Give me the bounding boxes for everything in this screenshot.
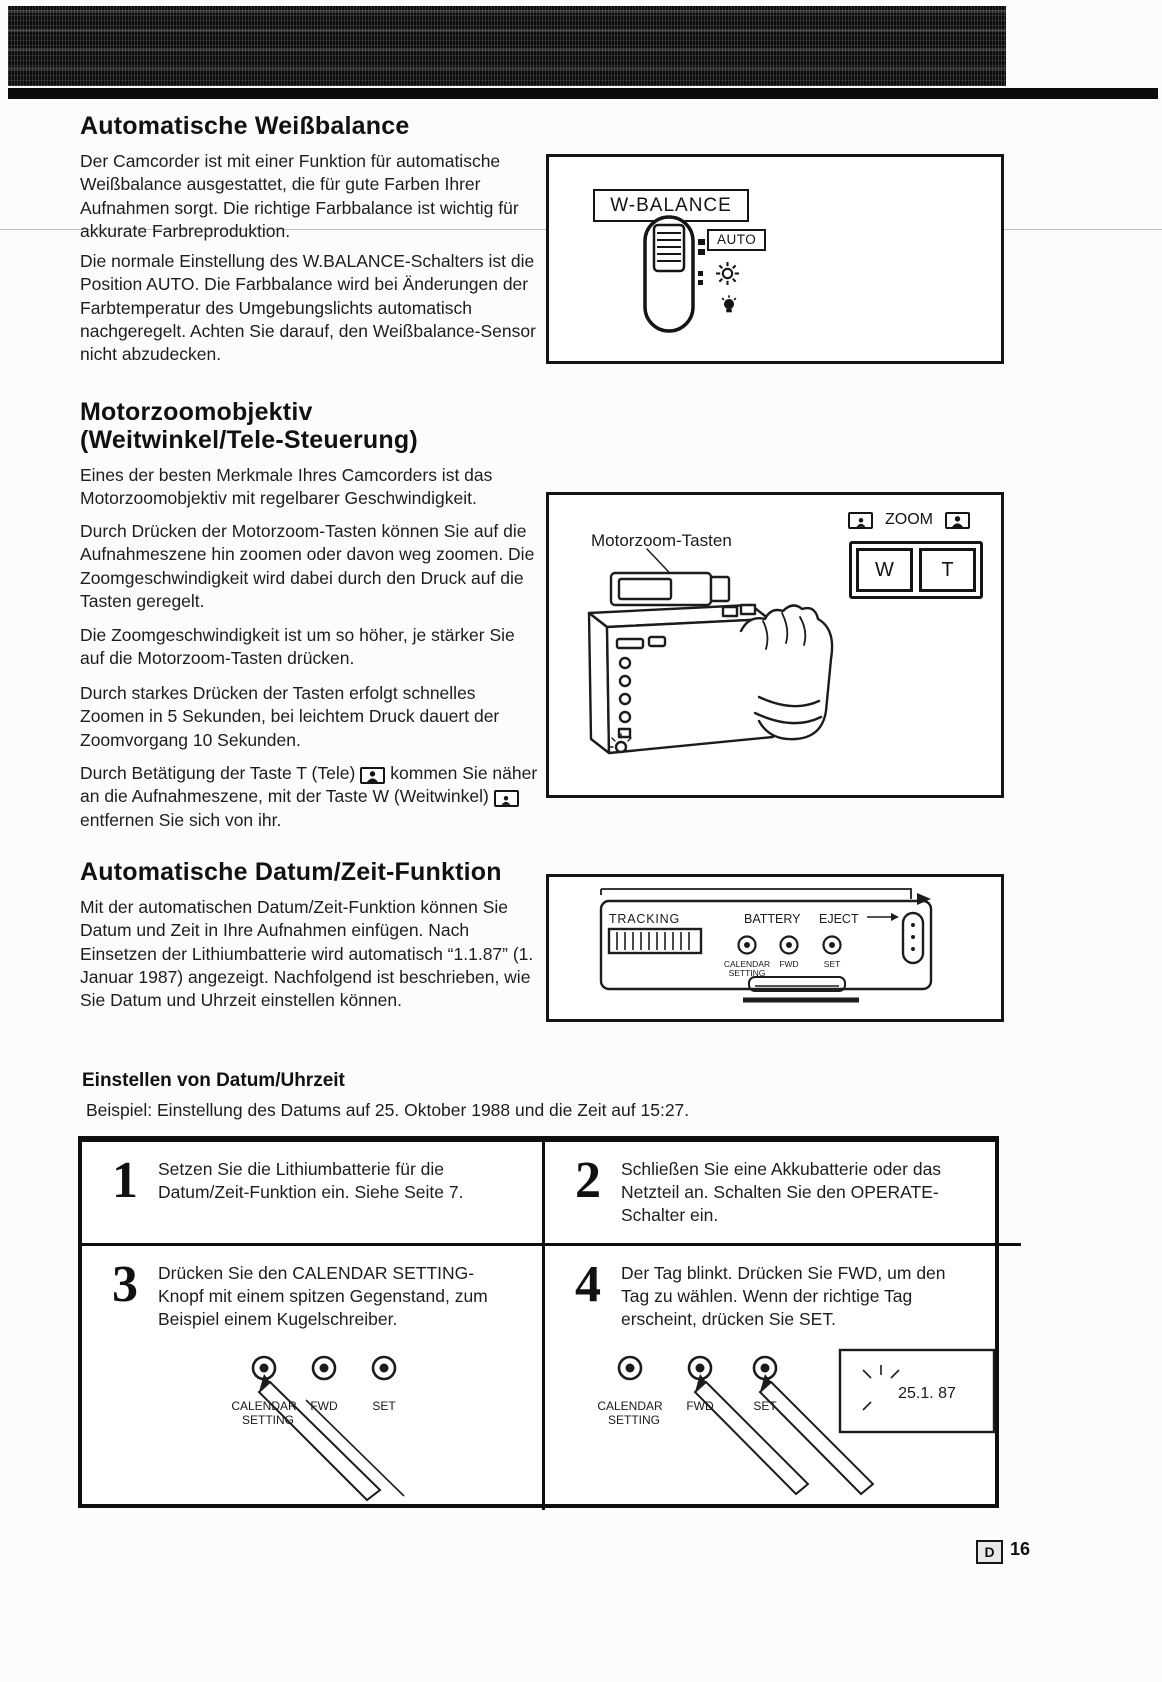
page-number: 16	[1010, 1539, 1031, 1559]
whitebalance-para-1: Der Camcorder ist mit einer Funktion für…	[80, 151, 519, 241]
tele-person-icon	[360, 767, 386, 784]
step3-set-label: SET	[372, 1399, 396, 1413]
zoom-para-5: Durch Betätigung der Taste T (Tele)komme…	[80, 762, 542, 832]
wbalance-switch-icon	[643, 215, 705, 333]
step-1-number: 1	[112, 1152, 138, 1209]
datetime-figure: TRACKING BATTERY EJECT CALENDAR SETTING …	[546, 874, 1004, 1022]
step-cell-2: 2 Schließen Sie eine Akkubatterie oder d…	[542, 1142, 1021, 1246]
step-4-number: 4	[575, 1256, 601, 1313]
zoom-para-5-text-a: Durch Betätigung der Taste T (Tele)	[80, 763, 356, 783]
zoom-header-label: ZOOM	[885, 511, 933, 528]
date-display-value: 25.1. 87	[898, 1385, 956, 1402]
step3-fwd-label: FWD	[310, 1399, 338, 1413]
zoom-buttons-panel: W T	[849, 541, 983, 599]
step-3-illustration: CALENDAR SETTING FWD SET	[231, 1355, 405, 1502]
zoom-para-5-text-b: kommen Sie näher an die Aufnahmeszene, m…	[80, 763, 538, 807]
header-rule	[8, 88, 1158, 99]
step4-calendar-label-line2: SETTING	[608, 1413, 660, 1427]
setting-subtitle: Einstellen von Datum/Uhrzeit	[82, 1070, 345, 1091]
wide-button-label: W	[875, 558, 894, 581]
whitebalance-figure: W-BALANCE AUTO	[546, 154, 1004, 364]
step-1-text: Setzen Sie die Lithiumbatterie für die D…	[158, 1159, 464, 1202]
auto-label: AUTO	[707, 229, 767, 251]
calendar-label-line2: SETTING	[729, 968, 766, 978]
wide-button: W	[856, 548, 913, 592]
datetime-para-1: Mit der automatischen Datum/Zeit-Funktio…	[80, 897, 534, 1011]
step4-set-label: SET	[753, 1399, 777, 1413]
tele-button: T	[919, 548, 976, 592]
step3-calendar-label-line1: CALENDAR	[231, 1399, 297, 1413]
camcorder-illustration	[587, 548, 834, 755]
zoom-para-4: Durch starkes Drücken der Tasten erfolgt…	[80, 683, 500, 750]
whitebalance-para-2: Die normale Einstellung des W.BALANCE-Sc…	[80, 251, 536, 365]
zoom-para-2: Durch Drücken der Motorzoom-Tasten könne…	[80, 521, 535, 611]
step-cell-4: 4 Der Tag blinkt. Drücken Sie FWD, um de…	[542, 1246, 1021, 1511]
zoom-figure: Motorzoom-Tasten ZOOM W T	[546, 492, 1004, 798]
wide-person-icon	[493, 790, 519, 808]
lamp-icon	[721, 295, 737, 313]
step-2-number: 2	[575, 1152, 601, 1209]
whitebalance-title: Automatische Weißbalance	[80, 112, 410, 140]
sun-icon	[716, 262, 739, 285]
control-panel-illustration: TRACKING BATTERY EJECT CALENDAR SETTING …	[599, 888, 933, 1003]
set-label: SET	[824, 959, 841, 969]
steps-table: 1 Setzen Sie die Lithiumbatterie für die…	[78, 1136, 1021, 1511]
battery-label: BATTERY	[744, 912, 801, 926]
tele-button-label: T	[941, 558, 954, 581]
step3-calendar-label-line2: SETTING	[242, 1413, 294, 1427]
tele-person-icon	[945, 511, 970, 529]
wide-person-icon	[848, 511, 873, 529]
setting-example: Beispiel: Einstellung des Datums auf 25.…	[86, 1100, 690, 1120]
zoom-title-line2: (Weitwinkel/Tele-Steuerung)	[80, 426, 418, 454]
scanned-header-band	[8, 6, 1006, 86]
step-cell-3: 3 Drücken Sie den CALENDAR SETTING-Knopf…	[82, 1246, 542, 1510]
step-4-text: Der Tag blinkt. Drücken Sie FWD, um den …	[621, 1263, 946, 1329]
step-cell-1: 1 Setzen Sie die Lithiumbatterie für die…	[82, 1142, 542, 1246]
calendar-label-line1: CALENDAR	[724, 959, 770, 969]
fwd-label: FWD	[779, 959, 798, 969]
step4-fwd-label: FWD	[686, 1399, 714, 1413]
zoom-para-1: Eines der besten Merkmale Ihres Camcorde…	[80, 465, 493, 509]
step-3-text: Drücken Sie den CALENDAR SETTING-Knopf m…	[158, 1263, 488, 1329]
zoom-title-line1: Motorzoomobjektiv	[80, 398, 313, 426]
zoom-buttons-header: ZOOM	[843, 511, 975, 529]
language-badge: D	[976, 1540, 1003, 1564]
eject-label: EJECT	[819, 912, 859, 926]
step-3-number: 3	[112, 1256, 138, 1313]
zoom-title: Motorzoomobjektiv (Weitwinkel/Tele-Steue…	[80, 398, 418, 454]
zoom-para-5-text-c: entfernen Sie sich von ihr.	[80, 809, 282, 830]
step-4-illustration: CALENDAR SETTING FWD SET 25.1. 87	[597, 1349, 996, 1496]
step4-calendar-label-line1: CALENDAR	[597, 1399, 663, 1413]
step-2-text: Schließen Sie eine Akkubatterie oder das…	[621, 1159, 942, 1225]
zoom-para-3: Die Zoomgeschwindigkeit ist um so höher,…	[80, 625, 515, 669]
datetime-title: Automatische Datum/Zeit-Funktion	[80, 858, 502, 886]
motorzoom-callout: Motorzoom-Tasten	[591, 531, 732, 550]
tracking-label: TRACKING	[609, 912, 680, 926]
